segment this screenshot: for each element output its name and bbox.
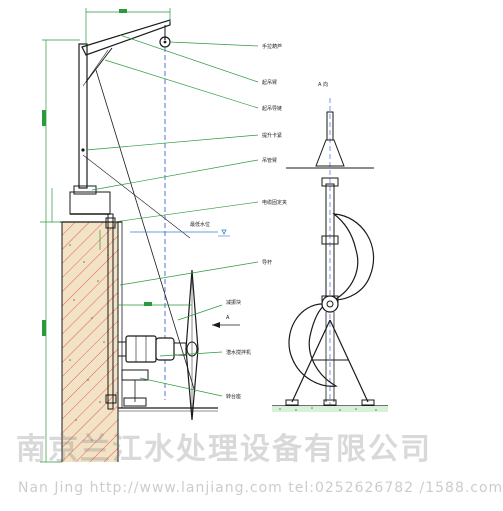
label-lifting-clamp: 提升卡紧 bbox=[262, 132, 282, 139]
company-watermark: 南京兰江水处理设备有限公司 bbox=[16, 432, 432, 467]
concrete-wall bbox=[60, 221, 122, 462]
front-view-mixer bbox=[285, 98, 375, 408]
lifting-arm bbox=[81, 19, 171, 87]
front-view-floor bbox=[272, 405, 388, 412]
drawing-canvas: A 手拉葫芦 起吊臂 起吊导链 提升卡紧 bbox=[16, 8, 503, 496]
guide-rod bbox=[105, 213, 123, 410]
view-arrow-letter: A bbox=[226, 315, 230, 321]
submersible-mixer-side bbox=[117, 269, 199, 421]
label-hanging-arm: 吊管臂 bbox=[262, 157, 277, 164]
label-vibration-damper: 减振块 bbox=[226, 299, 241, 306]
view-arrow-a: A bbox=[212, 315, 240, 328]
label-min-water-level: 最低水位 bbox=[190, 221, 210, 228]
label-submersible-mixer: 潜水搅拌机 bbox=[226, 349, 251, 356]
crane-mast bbox=[78, 43, 88, 189]
callout-labels: 手拉葫芦 起吊臂 起吊导链 提升卡紧 吊管臂 电缆固定夹 最低水位 导杆 减振块… bbox=[190, 43, 287, 400]
leader-lines bbox=[85, 34, 259, 397]
label-turntable-seat: 转台座 bbox=[226, 393, 241, 400]
mixer-installation-drawing: A 手拉葫芦 起吊臂 起吊导链 提升卡紧 bbox=[40, 8, 388, 463]
label-lifting-chain: 起吊导链 bbox=[262, 105, 282, 112]
dimension-values bbox=[42, 9, 152, 336]
website-watermark: Nan Jing http://www.lanjiang.com tel:025… bbox=[18, 480, 503, 496]
base-plate bbox=[69, 185, 111, 215]
label-cable-clamp: 电缆固定夹 bbox=[262, 199, 287, 206]
stay-cable bbox=[95, 69, 196, 393]
front-view-title: A 向 bbox=[318, 81, 328, 88]
turntable-seat bbox=[121, 369, 149, 407]
water-level-mark bbox=[130, 229, 230, 237]
label-chain-hoist: 手拉葫芦 bbox=[262, 43, 282, 50]
label-lifting-arm: 起吊臂 bbox=[262, 79, 277, 86]
label-guide-rod: 导杆 bbox=[262, 259, 272, 266]
dimension-lines bbox=[40, 8, 192, 463]
